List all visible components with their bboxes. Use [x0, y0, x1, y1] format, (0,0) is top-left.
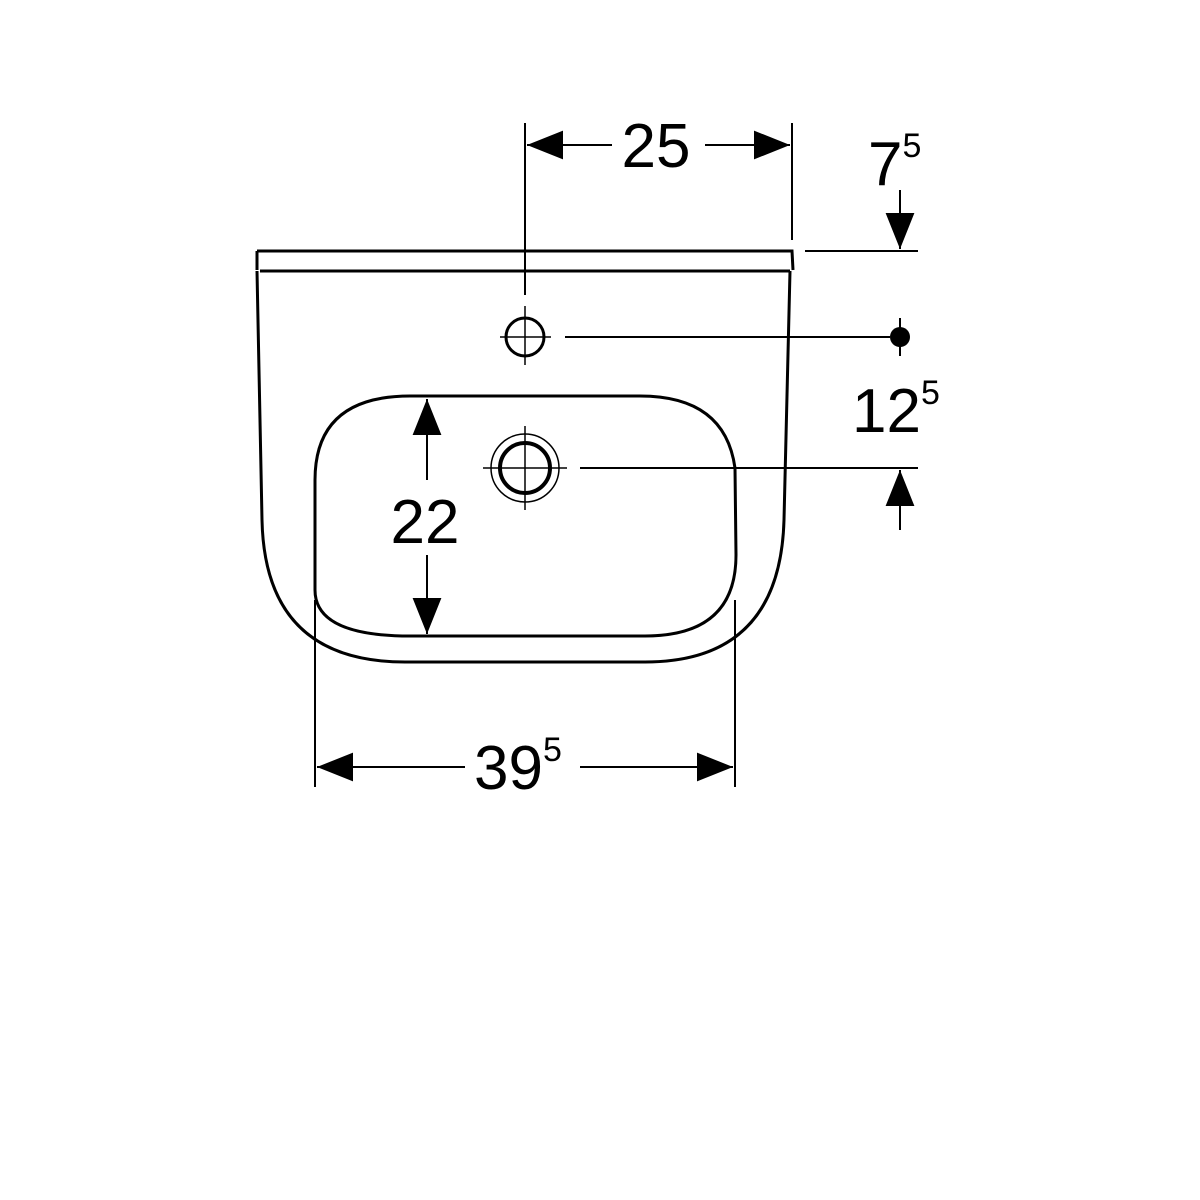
dimension-bowl-width [314, 600, 736, 787]
dimension-label-12-5: 125 [852, 374, 940, 446]
dimension-label-39-5: 395 [474, 731, 562, 803]
dimension-label-25: 25 [622, 112, 691, 181]
dimension-label-7-5: 75 [868, 127, 921, 199]
dimension-rim-to-tap [565, 190, 918, 356]
dimension-tap-to-drain [580, 467, 918, 530]
dimension-label-22: 22 [391, 488, 460, 557]
reference-dot [890, 327, 910, 347]
drain-hole [483, 426, 567, 510]
dimension-tap-spacing [524, 123, 793, 295]
tap-hole [500, 306, 551, 365]
